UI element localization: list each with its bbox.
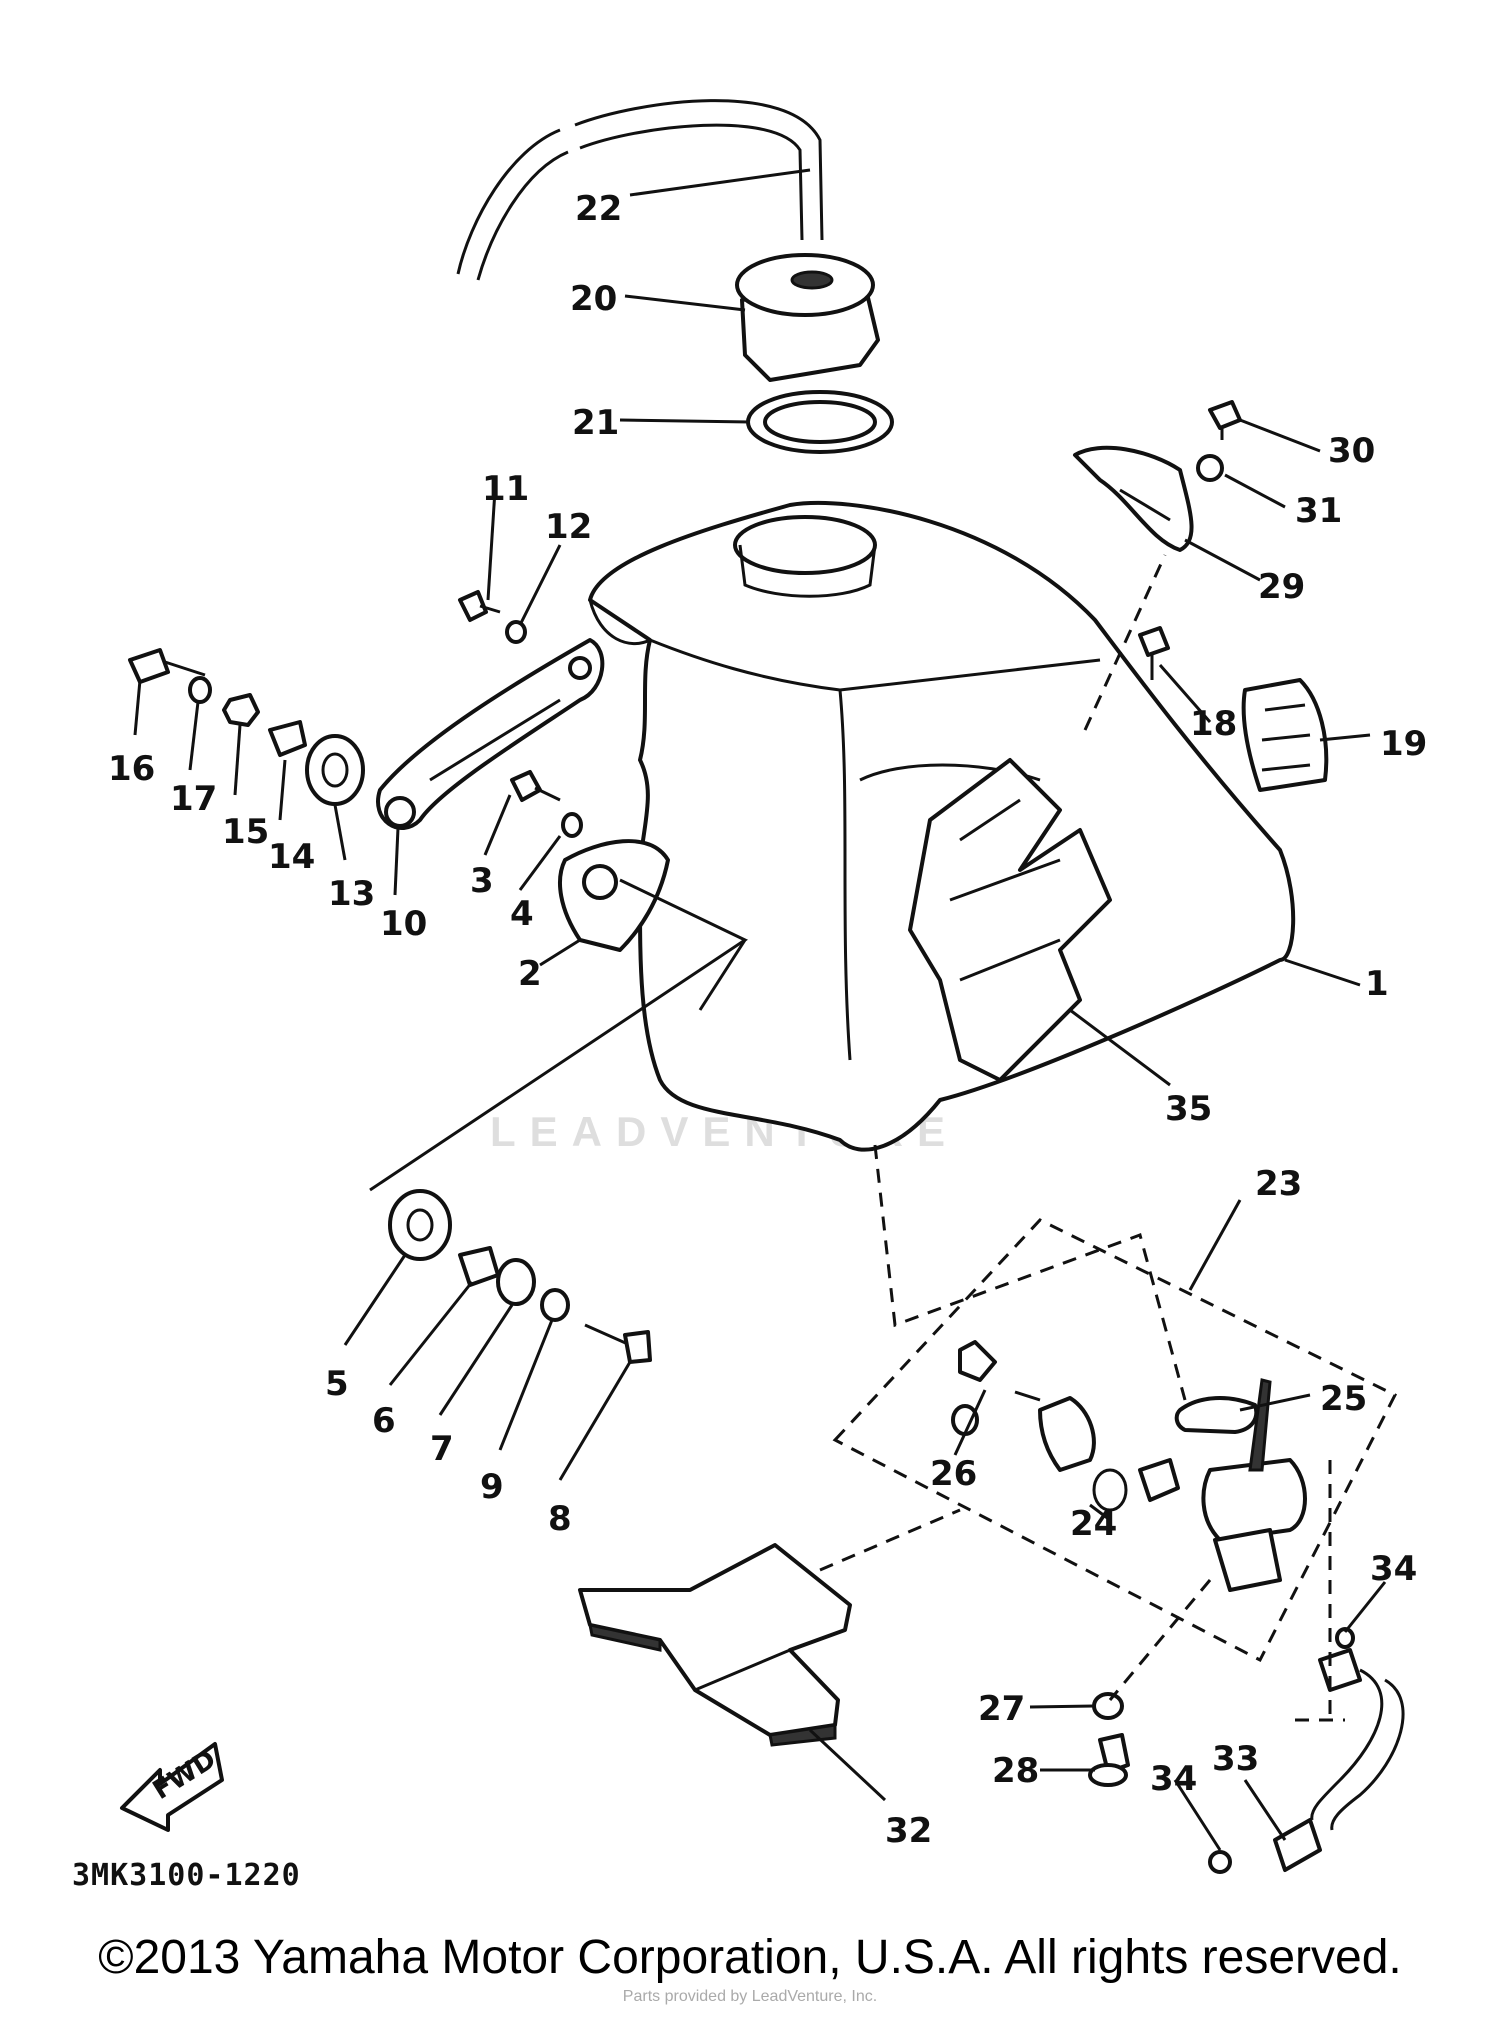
callout-35: 35	[1165, 1089, 1212, 1129]
callout-15: 15	[222, 812, 269, 852]
callout-33: 33	[1212, 1739, 1259, 1779]
callout-1: 1	[1365, 964, 1389, 1004]
callout-11: 11	[482, 469, 529, 509]
mount-bracket-part-10	[376, 638, 605, 831]
callout-22: 22	[575, 189, 622, 229]
callout-14: 14	[268, 837, 315, 877]
callout-7: 7	[430, 1429, 454, 1469]
callout-31: 31	[1295, 491, 1342, 531]
callout-5: 5	[325, 1364, 349, 1404]
callout-8: 8	[548, 1499, 572, 1539]
callout-32: 32	[885, 1811, 932, 1851]
callout-4: 4	[510, 894, 534, 934]
callout-labels: 1 2 3 4 5 6 7 8 9 10 11 12 13 14 15 16 1…	[108, 189, 1427, 1851]
cap-gasket-part-21	[746, 390, 894, 454]
callout-27: 27	[978, 1689, 1025, 1729]
tank-pad-part-35	[908, 758, 1112, 1082]
callout-2: 2	[518, 954, 542, 994]
hardware-lower-right-group	[1088, 1692, 1130, 1787]
breather-hose-part-22	[456, 99, 824, 281]
forward-arrow-icon: FWD	[120, 1742, 224, 1832]
callout-26: 26	[930, 1454, 977, 1494]
fuel-cock-assembly-part-23	[951, 1340, 1307, 1592]
callout-28: 28	[992, 1751, 1039, 1791]
hardware-upper-right-group	[1073, 400, 1242, 552]
pad-part-32	[578, 1543, 852, 1747]
copyright-notice: ©2013 Yamaha Motor Corporation, U.S.A. A…	[98, 1931, 1402, 1984]
hardware-left-group	[128, 590, 583, 838]
callout-12: 12	[545, 507, 592, 547]
callout-29: 29	[1258, 567, 1305, 607]
callout-23: 23	[1255, 1164, 1302, 1204]
callout-13: 13	[328, 874, 375, 914]
callout-21: 21	[572, 403, 619, 443]
bracket-part-2	[558, 839, 670, 952]
callout-24: 24	[1070, 1504, 1117, 1544]
catalog-code: 3MK3100-1220	[72, 1858, 301, 1893]
callout-9: 9	[480, 1467, 504, 1507]
callout-10: 10	[380, 904, 427, 944]
callout-25: 25	[1320, 1379, 1367, 1419]
hardware-right-group	[1138, 626, 1329, 792]
callout-34a: 34	[1370, 1549, 1417, 1589]
fuel-cap-part-20	[735, 253, 880, 382]
callout-19: 19	[1380, 724, 1427, 764]
callout-16: 16	[108, 749, 155, 789]
callout-20: 20	[570, 279, 617, 319]
callout-17: 17	[170, 779, 217, 819]
hardware-lower-left-group	[388, 1189, 652, 1364]
callout-3: 3	[470, 861, 494, 901]
callout-6: 6	[372, 1401, 396, 1441]
callout-30: 30	[1328, 431, 1375, 471]
leader-lines	[133, 168, 1387, 1851]
fine-print: Parts provided by LeadVenture, Inc.	[622, 1988, 878, 2005]
callout-34b: 34	[1150, 1759, 1197, 1799]
assembly-lines	[369, 554, 1398, 1722]
callout-18: 18	[1190, 704, 1237, 744]
